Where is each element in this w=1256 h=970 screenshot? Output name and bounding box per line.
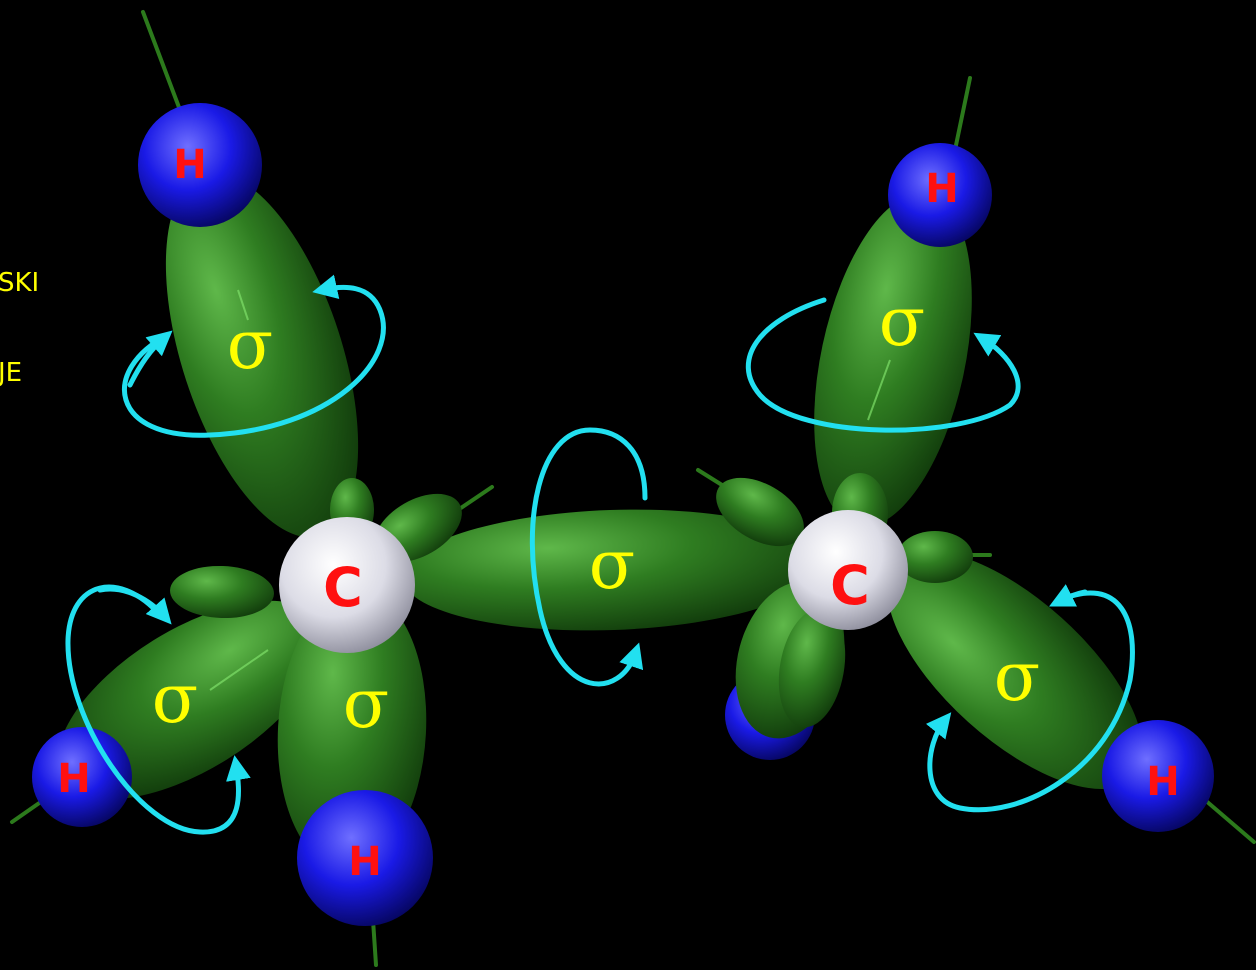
carbon-right-sphere [788,510,908,630]
sigma-top-left-label: σ [227,306,273,385]
atom-labels: C C H H H H H [57,142,1179,885]
rotation-arrow-icon [529,427,648,687]
orbital-top-right [814,193,972,527]
side-text-line-1: SKI [0,268,40,298]
sigma-top-right-label: σ [879,283,925,362]
rotation-arrow-icon [745,297,1021,433]
hydrogen-bottom-left-inner-label: H [348,839,381,885]
hydrogen-bottom-left-outer-label: H [57,756,90,802]
rotation-arrow-icon [122,274,386,438]
orbital-top-left [165,172,359,538]
orbital-small-right-1 [716,477,804,547]
hydrogen-top-left-sphere [138,103,262,227]
carbon-left-label: C [323,556,363,619]
orbitals [57,172,1143,870]
orbital-back-right-2 [778,608,846,728]
rotation-arrow-icon [925,590,1135,813]
orbital-center [402,509,822,631]
orbital-small-right-2 [897,531,973,583]
carbon-left-sphere [279,517,415,653]
sigma-bottom-left-outer-label: σ [152,660,198,739]
orbital-bottom-right [887,550,1143,790]
carbon-right-label: C [830,554,870,617]
side-text-line-2: JE [0,358,23,388]
sigma-bottom-left-inner-label: σ [343,665,389,744]
hydrogen-bottom-left-inner-sphere [297,790,433,926]
sigma-bottom-right-label: σ [994,638,1040,717]
rotation-arrow-icon [97,586,172,625]
hydrogen-bottom-left-outer-sphere [32,727,132,827]
hydrogen-top-left-label: H [173,142,206,188]
rotation-arrow-icon [1049,584,1088,607]
orbital-highlights [209,289,891,691]
sigma-center-label: σ [589,526,635,605]
orbital-small-left-1 [170,565,274,619]
rotation-arrows [65,274,1135,835]
hydrogen-top-right-label: H [925,166,958,212]
rotation-arrow-icon [127,330,173,388]
sigma-labels: σ σ σ σ σ σ [152,283,1040,744]
hydrogen-bottom-right-sphere [1102,720,1214,832]
hydrogen-top-right-sphere [888,143,992,247]
hydrogen-bottom-right-label: H [1146,759,1179,805]
